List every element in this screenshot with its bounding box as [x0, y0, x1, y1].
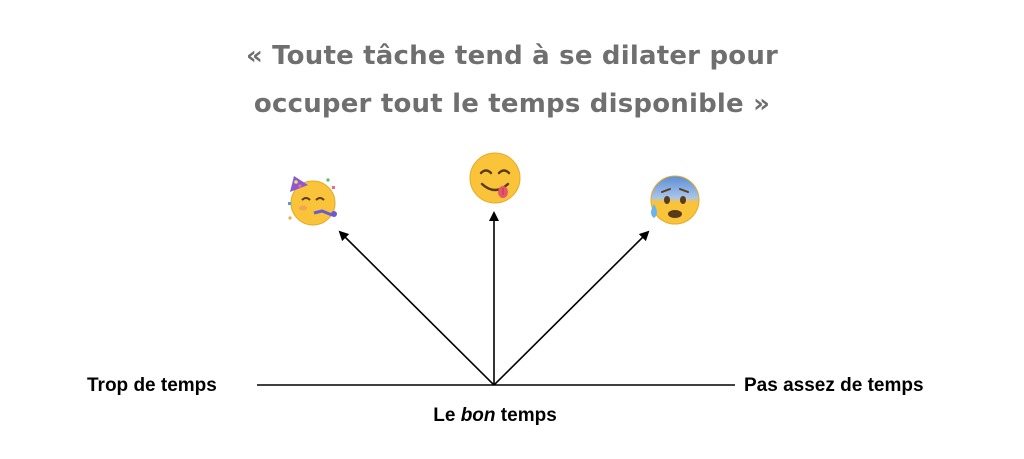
not-enough-time-label: Pas assez de temps: [744, 375, 924, 396]
right-time-label: Le bon temps: [0, 405, 990, 427]
arrow-right: [493, 230, 650, 386]
arrow-left: [338, 230, 495, 386]
quote-title: « Toute tâche tend à se dilater pour occ…: [0, 32, 1024, 128]
anxious-face-with-sweat-icon: [650, 175, 700, 225]
right-time-suffix: temps: [495, 405, 557, 426]
too-much-time-label: Trop de temps: [87, 375, 217, 396]
right-time-prefix: Le: [433, 405, 461, 426]
quote-line-2: occuper tout le temps disponible »: [253, 89, 771, 119]
face-savoring-food-icon: [469, 152, 521, 204]
right-time-emphasis: bon: [460, 405, 496, 426]
quote-line-1: « Toute tâche tend à se dilater pour: [245, 41, 779, 71]
partying-face-icon: [288, 176, 337, 226]
